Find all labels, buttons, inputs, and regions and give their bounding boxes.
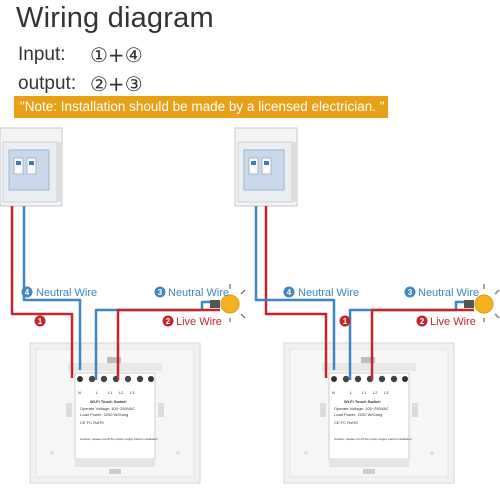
badge-3: 3 xyxy=(158,288,163,297)
left-neutral-label: 4 Neutral Wire xyxy=(21,286,97,299)
right-wires xyxy=(254,206,474,380)
right-neutral-label: 4 Neutral Wire xyxy=(283,286,359,299)
caution-text: Caution: please cut off the power supply… xyxy=(80,437,158,441)
terminal-l1: L1 xyxy=(108,390,113,395)
terminal-l2: L2 xyxy=(119,390,124,395)
neutral-wire-label: Neutral Wire xyxy=(418,287,479,299)
live-wire-label: Live Wire xyxy=(176,316,222,328)
terminal-l2: L2 xyxy=(373,390,378,395)
badge-1: 1 xyxy=(343,317,348,326)
output-value: ②+③ xyxy=(90,72,143,96)
badge-4: 4 xyxy=(25,288,30,297)
right-panel-text: N L L1 L2 L3 Wi-Fi Touch Switch Operate … xyxy=(332,390,412,441)
product-name: Wi-Fi Touch Switch xyxy=(344,399,381,404)
operate-voltage: Operate Voltage: 100~250VAC xyxy=(80,406,135,411)
caution-text: Caution: please cut off the power supply… xyxy=(334,437,412,441)
neutral-wire-label: Neutral Wire xyxy=(298,287,359,299)
left-wires xyxy=(10,206,220,380)
neutral-wire-label: Neutral Wire xyxy=(36,287,97,299)
installation-note: "Note: Installation should be made by a … xyxy=(14,96,388,118)
badge-4: 4 xyxy=(287,288,292,297)
output-label: output: xyxy=(18,73,77,94)
certifications: CE FC RoHS xyxy=(80,420,104,425)
left-live-in-label: 1 xyxy=(34,315,46,327)
live-wire-label: Live Wire xyxy=(430,316,476,328)
input-value: ①+④ xyxy=(90,43,143,67)
terminal-l-in: L xyxy=(350,390,353,395)
left-live-out-wire xyxy=(116,308,220,380)
right-neutral-in-wire xyxy=(254,206,336,370)
badge-1: 1 xyxy=(38,317,43,326)
left-neutral-in-wire xyxy=(22,206,82,370)
left-breaker-box xyxy=(0,127,63,207)
terminal-l3: L3 xyxy=(384,390,389,395)
right-live-out-label: 2 Live Wire xyxy=(416,315,476,328)
badge-3: 3 xyxy=(408,288,413,297)
input-label: Input: xyxy=(18,44,66,65)
left-panel-text: N L L1 L2 L3 Wi-Fi Touch Switch Operate … xyxy=(78,390,158,441)
page-title: Wiring diagram xyxy=(16,2,214,34)
terminal-l-in: L xyxy=(96,390,99,395)
load-power: Load Power: 2200 W/Gang xyxy=(334,412,382,417)
terminal-n: N xyxy=(332,390,335,395)
product-name: Wi-Fi Touch Switch xyxy=(90,399,127,404)
right-breaker-box xyxy=(234,127,298,207)
right-neutral-out-label: 3 Neutral Wire xyxy=(404,286,479,299)
badge-2: 2 xyxy=(420,317,425,326)
certifications: CE FC RoHS xyxy=(334,420,358,425)
right-live-out-wire xyxy=(370,308,474,380)
left-live-in-wire xyxy=(10,206,74,378)
neutral-wire-label: Neutral Wire xyxy=(168,287,229,299)
terminal-l1: L1 xyxy=(362,390,367,395)
badge-2: 2 xyxy=(166,317,171,326)
left-neutral-out-label: 3 Neutral Wire xyxy=(154,286,229,299)
right-bulb-icon xyxy=(464,284,500,322)
left-live-out-label: 2 Live Wire xyxy=(162,315,222,328)
load-power: Load Power: 2200 W/Gang xyxy=(80,412,128,417)
terminal-n: N xyxy=(78,390,81,395)
left-bulb-icon xyxy=(210,284,246,322)
right-live-in-label: 1 xyxy=(339,315,351,327)
terminal-l3: L3 xyxy=(130,390,135,395)
right-live-in-wire xyxy=(264,206,328,378)
operate-voltage: Operate Voltage: 100~250VAC xyxy=(334,406,389,411)
